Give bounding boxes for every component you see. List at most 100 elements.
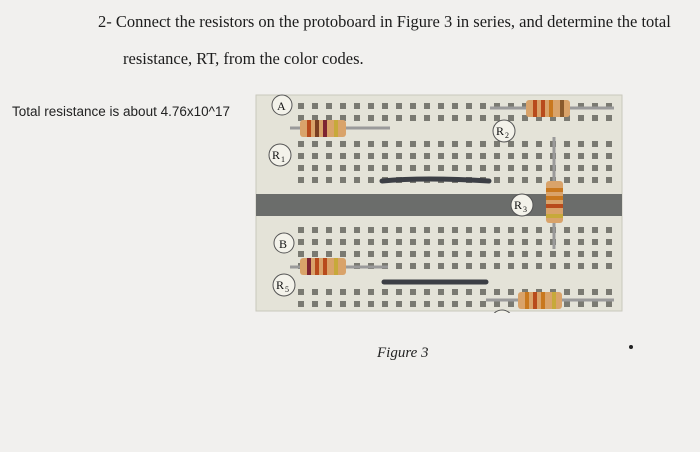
breadboard-hole	[466, 227, 472, 233]
breadboard-hole	[312, 289, 318, 295]
svg-text:B: B	[279, 237, 287, 251]
breadboard-hole	[564, 289, 570, 295]
breadboard-hole	[592, 289, 598, 295]
breadboard-hole	[452, 165, 458, 171]
breadboard-hole	[312, 239, 318, 245]
breadboard-hole	[326, 289, 332, 295]
jumper-wire-top	[379, 176, 492, 184]
svg-text:R: R	[272, 148, 280, 162]
breadboard-hole	[522, 263, 528, 269]
breadboard-hole	[368, 177, 374, 183]
breadboard-hole	[508, 115, 514, 121]
breadboard-hole	[592, 227, 598, 233]
svg-text:2: 2	[505, 131, 509, 140]
breadboard-hole	[508, 263, 514, 269]
breadboard-hole	[326, 165, 332, 171]
breadboard-hole	[312, 153, 318, 159]
breadboard-hole	[410, 289, 416, 295]
breadboard-hole	[606, 239, 612, 245]
breadboard-hole	[382, 165, 388, 171]
breadboard-hole	[298, 153, 304, 159]
breadboard-hole	[368, 165, 374, 171]
resistor-r2	[490, 100, 614, 117]
breadboard-hole	[508, 177, 514, 183]
breadboard-hole	[578, 227, 584, 233]
breadboard-hole	[424, 301, 430, 307]
breadboard-hole	[508, 289, 514, 295]
breadboard-hole	[354, 251, 360, 257]
breadboard-hole	[298, 177, 304, 183]
breadboard-hole	[466, 289, 472, 295]
breadboard-hole	[564, 251, 570, 257]
breadboard-hole	[298, 103, 304, 109]
breadboard-hole	[368, 141, 374, 147]
svg-text:5: 5	[285, 285, 289, 294]
breadboard-hole	[340, 103, 346, 109]
breadboard-hole	[578, 239, 584, 245]
breadboard-hole	[522, 227, 528, 233]
breadboard-hole	[340, 301, 346, 307]
breadboard-hole	[480, 263, 486, 269]
breadboard-hole	[508, 103, 514, 109]
breadboard-hole	[578, 301, 584, 307]
breadboard-hole	[340, 251, 346, 257]
breadboard-hole	[354, 153, 360, 159]
breadboard-hole	[396, 263, 402, 269]
breadboard-hole	[424, 141, 430, 147]
breadboard-hole	[564, 153, 570, 159]
breadboard-hole	[466, 115, 472, 121]
answer-text: Total resistance is about 4.76x10^17	[12, 104, 230, 119]
breadboard-hole	[564, 263, 570, 269]
breadboard-hole	[494, 103, 500, 109]
breadboard-hole	[592, 103, 598, 109]
breadboard-hole	[326, 251, 332, 257]
svg-text:R: R	[514, 198, 522, 212]
breadboard-hole	[438, 153, 444, 159]
breadboard-hole	[382, 141, 388, 147]
breadboard-hole	[368, 301, 374, 307]
breadboard-hole	[508, 165, 514, 171]
breadboard-hole	[578, 103, 584, 109]
breadboard-hole	[368, 289, 374, 295]
breadboard-hole	[326, 239, 332, 245]
breadboard-hole	[606, 263, 612, 269]
breadboard-hole	[480, 289, 486, 295]
breadboard-hole	[452, 227, 458, 233]
svg-text:A: A	[277, 99, 286, 113]
breadboard-hole	[326, 153, 332, 159]
breadboard-hole	[298, 301, 304, 307]
breadboard-hole	[494, 251, 500, 257]
protoboard-figure: A R 1 R 2 R 3 B R 5 R 4	[254, 93, 624, 338]
breadboard-hole	[452, 115, 458, 121]
breadboard-hole	[592, 239, 598, 245]
breadboard-hole	[522, 103, 528, 109]
breadboard-hole	[508, 153, 514, 159]
breadboard-hole	[312, 177, 318, 183]
breadboard-hole	[466, 301, 472, 307]
breadboard-hole	[606, 301, 612, 307]
breadboard-hole	[578, 289, 584, 295]
breadboard-hole	[592, 153, 598, 159]
breadboard-hole	[606, 227, 612, 233]
breadboard-hole	[508, 239, 514, 245]
node-label-b: B	[273, 232, 295, 254]
breadboard-hole	[466, 165, 472, 171]
breadboard-hole	[592, 251, 598, 257]
breadboard-hole	[396, 103, 402, 109]
breadboard-hole	[410, 263, 416, 269]
breadboard-hole	[592, 115, 598, 121]
breadboard-hole	[606, 289, 612, 295]
breadboard-hole	[480, 301, 486, 307]
breadboard-hole	[326, 141, 332, 147]
breadboard-hole	[382, 153, 388, 159]
breadboard-hole	[368, 153, 374, 159]
breadboard-hole	[452, 289, 458, 295]
breadboard-hole	[354, 177, 360, 183]
breadboard-hole	[438, 115, 444, 121]
breadboard-hole	[382, 239, 388, 245]
breadboard-hole	[536, 239, 542, 245]
breadboard-hole	[312, 301, 318, 307]
breadboard-hole	[536, 165, 542, 171]
breadboard-hole	[396, 153, 402, 159]
breadboard-hole	[494, 289, 500, 295]
